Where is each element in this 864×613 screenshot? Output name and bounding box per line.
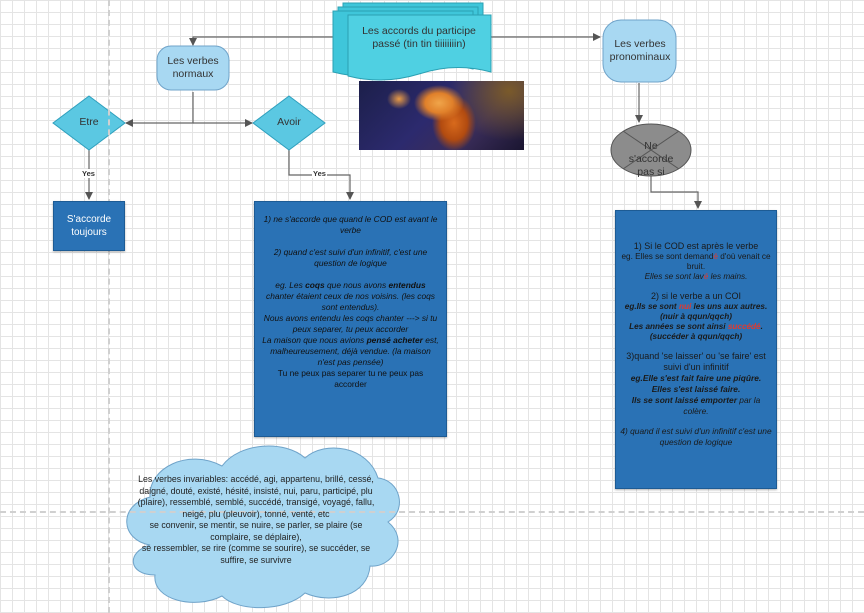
node-verbes-normaux[interactable] bbox=[156, 45, 230, 91]
connector-normaux-etre bbox=[125, 92, 194, 127]
avoir-example-3: La maison que nous avions pensé acheter … bbox=[262, 335, 439, 367]
verbes-pronominaux-label: Les verbes pronominaux bbox=[609, 38, 671, 64]
verbes-normaux-label: Les verbes normaux bbox=[167, 55, 219, 81]
decision-avoir[interactable] bbox=[252, 95, 326, 151]
pron-rule-1: 1) Si le COD est après le verbe bbox=[633, 241, 759, 251]
avoir-label: Avoir bbox=[277, 116, 301, 128]
edge-yes-avoir: Yes bbox=[312, 169, 327, 178]
avoir-rules-box[interactable]: 1) ne s'accorde que quand le COD est ava… bbox=[254, 201, 447, 437]
node-verbes-pronominaux[interactable] bbox=[602, 19, 677, 83]
saccorde-toujours-label: S'accorde toujours bbox=[66, 214, 112, 238]
page-break-vertical bbox=[108, 0, 110, 613]
pron-rule-1-example-2: Elles se sont lavé les mains. bbox=[644, 272, 748, 281]
title-node-label: Les accords du participe passé (tin tin … bbox=[362, 25, 476, 51]
pron-rule-3-example-1: eg.Elle s'est fait faire une piqûre. bbox=[630, 373, 762, 383]
edge-yes-etre: Yes bbox=[81, 169, 96, 178]
pron-rule-2: 2) si le verbe a un COI bbox=[650, 291, 742, 301]
connector-nesaccorde-rules bbox=[650, 176, 702, 209]
page-break-horizontal bbox=[0, 511, 864, 513]
pron-rule-3: 3)quand 'se laisser' ou 'se faire' est s… bbox=[626, 351, 766, 372]
avoir-rule-2: 2) quand c'est suivi d'un infinitif, c'e… bbox=[273, 247, 428, 268]
pron-rule-3-example-2: Elles s'est laissé faire. bbox=[651, 384, 741, 394]
decision-etre[interactable] bbox=[52, 95, 126, 151]
node-saccorde-toujours[interactable]: S'accorde toujours bbox=[53, 201, 125, 251]
etre-label: Etre bbox=[79, 116, 99, 128]
avoir-example-1: eg. Les coqs que nous avons entendus cha… bbox=[266, 280, 435, 312]
connector-title-normaux bbox=[189, 36, 339, 46]
pron-rule-3-example-3: Ils se sont laissé emporter par la colèr… bbox=[631, 395, 761, 416]
title-document-node[interactable] bbox=[332, 2, 492, 81]
pronominaux-rules-box[interactable]: 1) Si le COD est après le verbe eg. Elle… bbox=[615, 210, 777, 489]
pron-rule-2-example-2: Les années se sont ainsi succédé.(succéd… bbox=[629, 322, 763, 341]
cloud-shape bbox=[126, 445, 400, 609]
node-ne-saccorde-circle[interactable] bbox=[610, 123, 692, 177]
pron-rule-4: 4) quand il est suivi d'un infinitif c'e… bbox=[620, 426, 772, 447]
cross-out-icon bbox=[622, 130, 680, 170]
scene-photo bbox=[359, 81, 524, 150]
ne-saccorde-label: Ne s'accorde pas si bbox=[628, 140, 674, 179]
avoir-example-4: Tu ne peux pas separer tu ne peux pas ac… bbox=[277, 368, 424, 389]
pron-rule-1-example-1: eg. Elles se sont demandé d'où venait ce… bbox=[621, 252, 771, 271]
verbes-invariables-text: Les verbes invariables: accédé, agi, app… bbox=[137, 474, 375, 565]
pron-rule-2-example-1: eg.Ils se sont nui les uns aux autres.(n… bbox=[624, 302, 768, 321]
avoir-example-2: Nous avons entendu les coqs chanter --->… bbox=[263, 313, 438, 334]
avoir-rule-1: 1) ne s'accorde que quand le COD est ava… bbox=[263, 214, 438, 235]
